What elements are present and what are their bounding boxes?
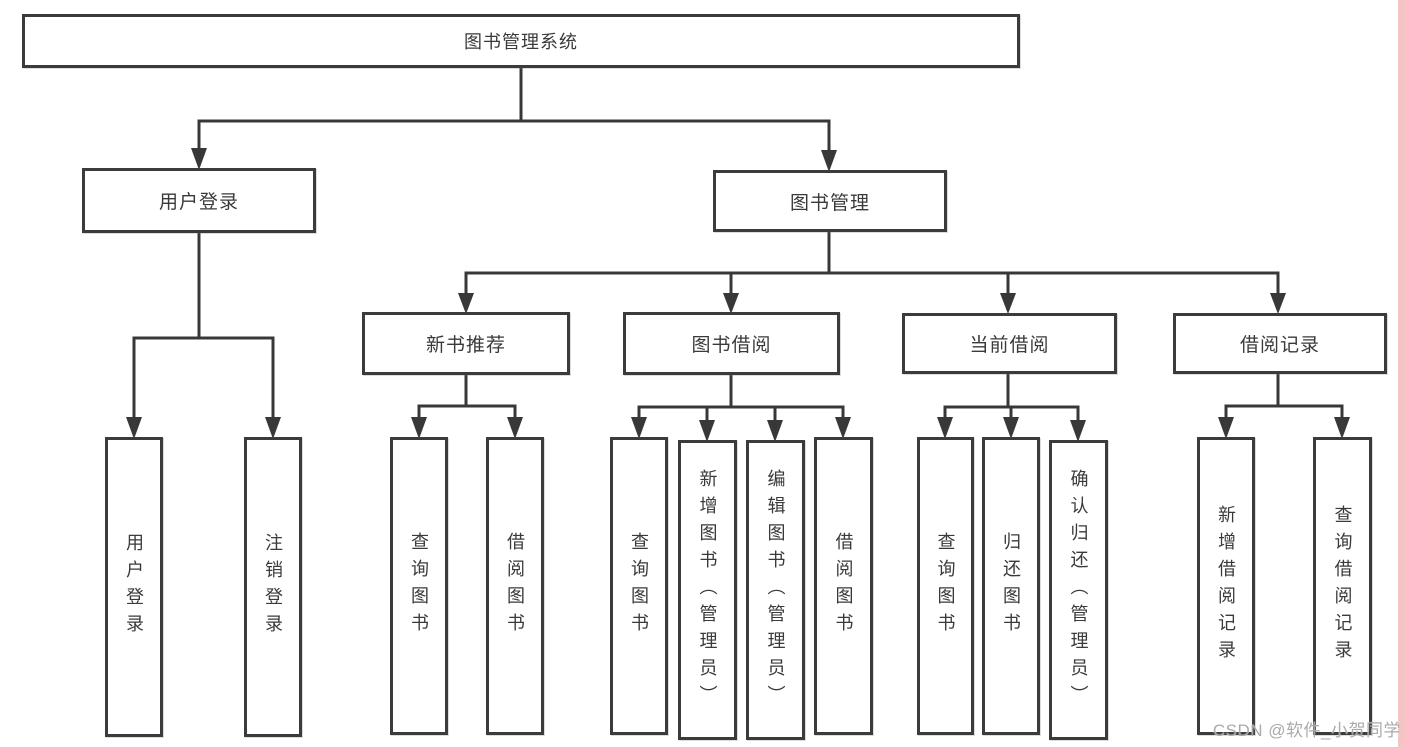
node-label: 借阅图书	[505, 532, 525, 640]
node-label: 用户登录	[158, 192, 239, 213]
node-library-management-system: 图书管理系统	[22, 14, 1020, 68]
node-query-book-borrow: 查询图书	[610, 437, 668, 735]
node-label: 确认归还（管理员）	[1068, 468, 1089, 712]
node-borrow-records: 借阅记录	[1173, 313, 1387, 374]
node-query-book-current: 查询图书	[917, 437, 974, 735]
node-label: 查询图书	[935, 532, 956, 640]
node-label: 查询借阅记录	[1332, 505, 1353, 667]
node-label: 当前借阅	[969, 335, 1050, 356]
node-user-login-leaf: 用户登录	[105, 437, 163, 737]
node-label: 编辑图书（管理员）	[765, 468, 786, 712]
right-edge-accent-strip	[1398, 0, 1405, 747]
node-borrow-book-leaf: 借阅图书	[814, 437, 873, 735]
node-label: 图书管理	[789, 192, 870, 214]
node-query-book-recommend: 查询图书	[390, 437, 448, 735]
node-label: 新增借阅记录	[1216, 505, 1236, 667]
node-label: 查询图书	[629, 532, 649, 640]
node-label: 借阅记录	[1239, 335, 1320, 356]
node-edit-book-admin: 编辑图书（管理员）	[746, 440, 805, 740]
node-add-borrow-record: 新增借阅记录	[1197, 437, 1255, 735]
node-label: 归还图书	[1001, 532, 1021, 640]
node-borrow-book-recommend: 借阅图书	[486, 437, 544, 735]
node-label: 图书管理系统	[464, 32, 578, 52]
node-book-borrow: 图书借阅	[623, 312, 840, 375]
node-label: 新增图书（管理员）	[697, 468, 718, 712]
node-book-management: 图书管理	[713, 170, 947, 232]
node-add-book-admin: 新增图书（管理员）	[678, 440, 737, 740]
node-label: 借阅图书	[833, 532, 854, 640]
node-current-borrow: 当前借阅	[902, 313, 1117, 374]
node-label: 图书借阅	[691, 335, 772, 356]
node-return-book: 归还图书	[982, 437, 1040, 735]
node-confirm-return-admin: 确认归还（管理员）	[1049, 440, 1108, 740]
node-query-borrow-record: 查询借阅记录	[1313, 437, 1372, 735]
csdn-watermark: CSDN @软件_小贺同学	[1212, 721, 1401, 740]
node-new-book-recommend: 新书推荐	[362, 312, 570, 375]
node-label: 注销登录	[263, 533, 283, 641]
node-label: 新书推荐	[425, 335, 506, 356]
node-label: 用户登录	[124, 533, 144, 641]
node-logout: 注销登录	[244, 437, 302, 737]
node-user-login: 用户登录	[82, 168, 316, 233]
node-label: 查询图书	[409, 532, 429, 640]
